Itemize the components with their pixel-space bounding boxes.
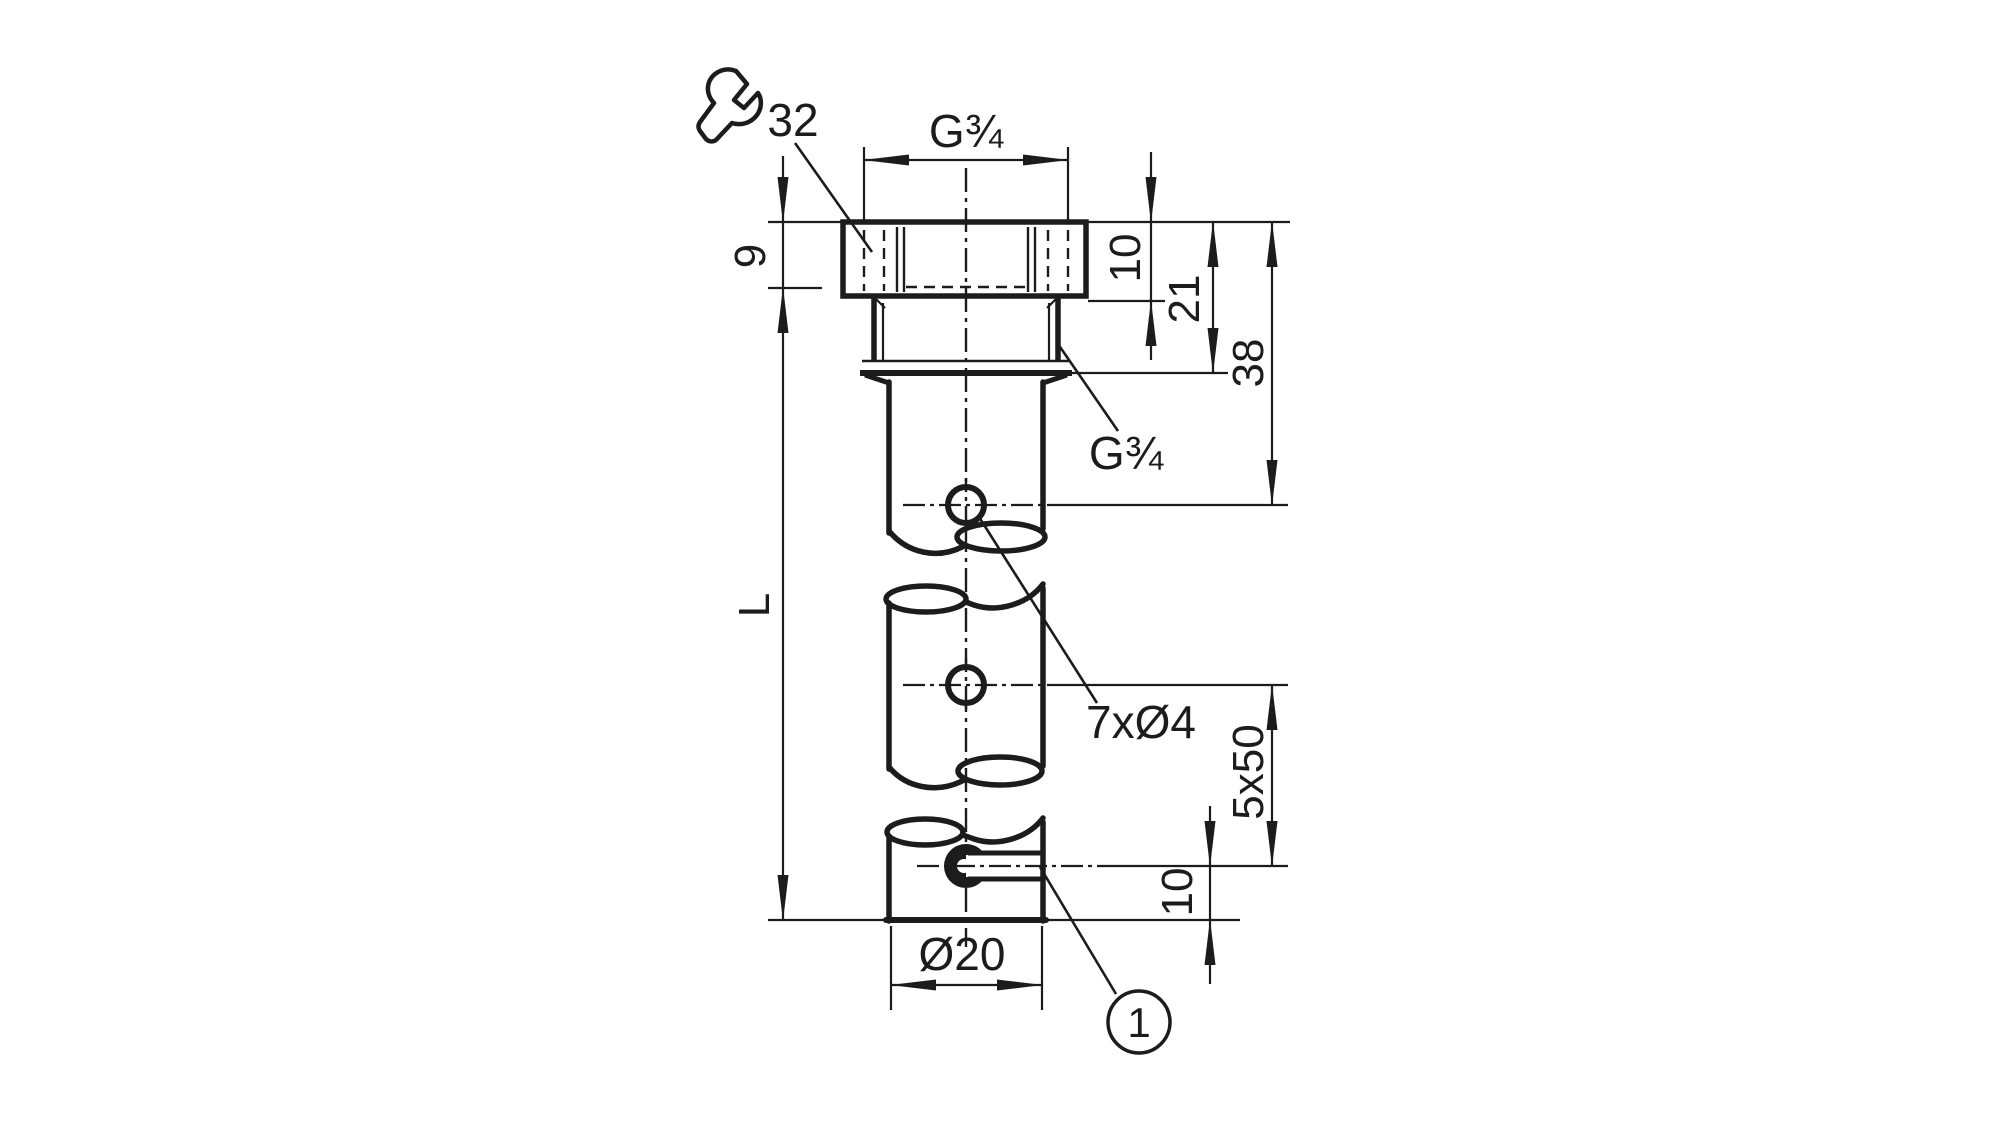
leader-callout-1 <box>1038 866 1118 995</box>
label-hole-spacing: 5x50 <box>1224 724 1273 819</box>
leader-wrench-size <box>793 142 874 253</box>
label-wrench-size: 32 <box>767 94 818 146</box>
label-dim-38: 38 <box>1224 339 1273 388</box>
label-holes: 7xØ4 <box>1086 696 1196 748</box>
label-callout-1: 1 <box>1127 999 1150 1046</box>
label-dim-10-bottom: 10 <box>1153 868 1202 917</box>
break-ellipse <box>884 816 966 848</box>
label-thread-side: G¾ <box>1089 427 1164 479</box>
callout-balloon <box>1106 989 1172 1055</box>
hex-head-outline <box>840 219 1089 299</box>
label-dim-21: 21 <box>1160 275 1209 324</box>
label-tube-diameter: Ø20 <box>919 928 1006 980</box>
label-dim-10-top: 10 <box>1101 234 1150 283</box>
leader-lines <box>793 142 1120 995</box>
leader-holes <box>977 516 1099 704</box>
wrench-icon <box>696 67 764 144</box>
dimension-lines <box>777 152 1278 991</box>
break-ellipse <box>955 754 1045 788</box>
label-head-height: 9 <box>726 244 775 268</box>
break-ellipse <box>954 520 1048 554</box>
label-thread-top: G¾ <box>929 105 1004 157</box>
label-length: L <box>730 593 779 617</box>
leader-thread-side <box>1056 343 1120 432</box>
extension-lines <box>768 147 1290 1010</box>
break-ellipse <box>883 583 969 615</box>
